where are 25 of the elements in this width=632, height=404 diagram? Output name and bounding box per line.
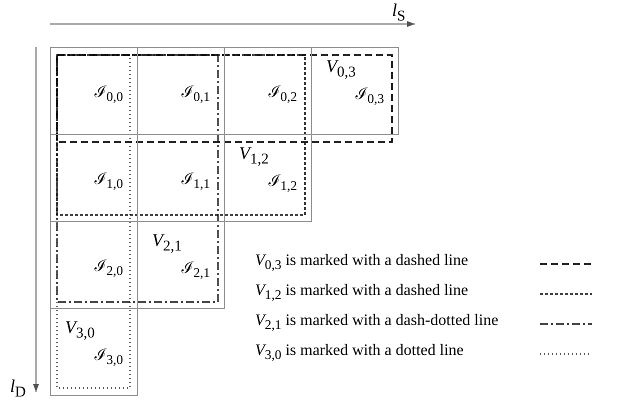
- cell-label: ℐ$_{1,0}$: [94, 170, 123, 192]
- cell-label: ℐ$_{0,1}$: [181, 83, 210, 106]
- cell-label: ℐ$_{2,0}$: [94, 257, 123, 280]
- grid-cell: [311, 47, 399, 135]
- cell-label: ℐ$_{0,2}$: [268, 83, 297, 106]
- grid-cell: [137, 221, 225, 309]
- cell-label: ℐ$_{1,1}$: [181, 170, 210, 192]
- region-label: V$_{1,2}$: [239, 143, 269, 169]
- cell-label: ℐ$_{1,2}$: [268, 172, 297, 194]
- grid-cell: [224, 134, 312, 222]
- legend-text: V$_{0,3}$ is marked with a dashed line: [255, 252, 468, 274]
- grid-cell: [50, 47, 138, 135]
- axis-label: l$_{S}$: [392, 0, 406, 26]
- region-label: V$_{3,0}$: [65, 317, 95, 343]
- region-label: V$_{2,1}$: [152, 230, 182, 256]
- legend-text: V$_{3,0}$ is marked with a dotted line: [255, 342, 464, 364]
- axis-label: l$_{D}$: [10, 376, 26, 402]
- cell-label: ℐ$_{2,1}$: [181, 259, 210, 282]
- cell-label: ℐ$_{0,0}$: [94, 83, 123, 106]
- cell-label: ℐ$_{3,0}$: [94, 346, 123, 368]
- cell-label: ℐ$_{0,3}$: [355, 85, 384, 108]
- region-label: V$_{0,3}$: [326, 56, 356, 82]
- legend-text: V$_{2,1}$ is marked with a dash-dotted line: [255, 312, 498, 334]
- legend-text: V$_{1,2}$ is marked with a dashed line: [255, 282, 468, 304]
- grid-cell: [50, 308, 138, 396]
